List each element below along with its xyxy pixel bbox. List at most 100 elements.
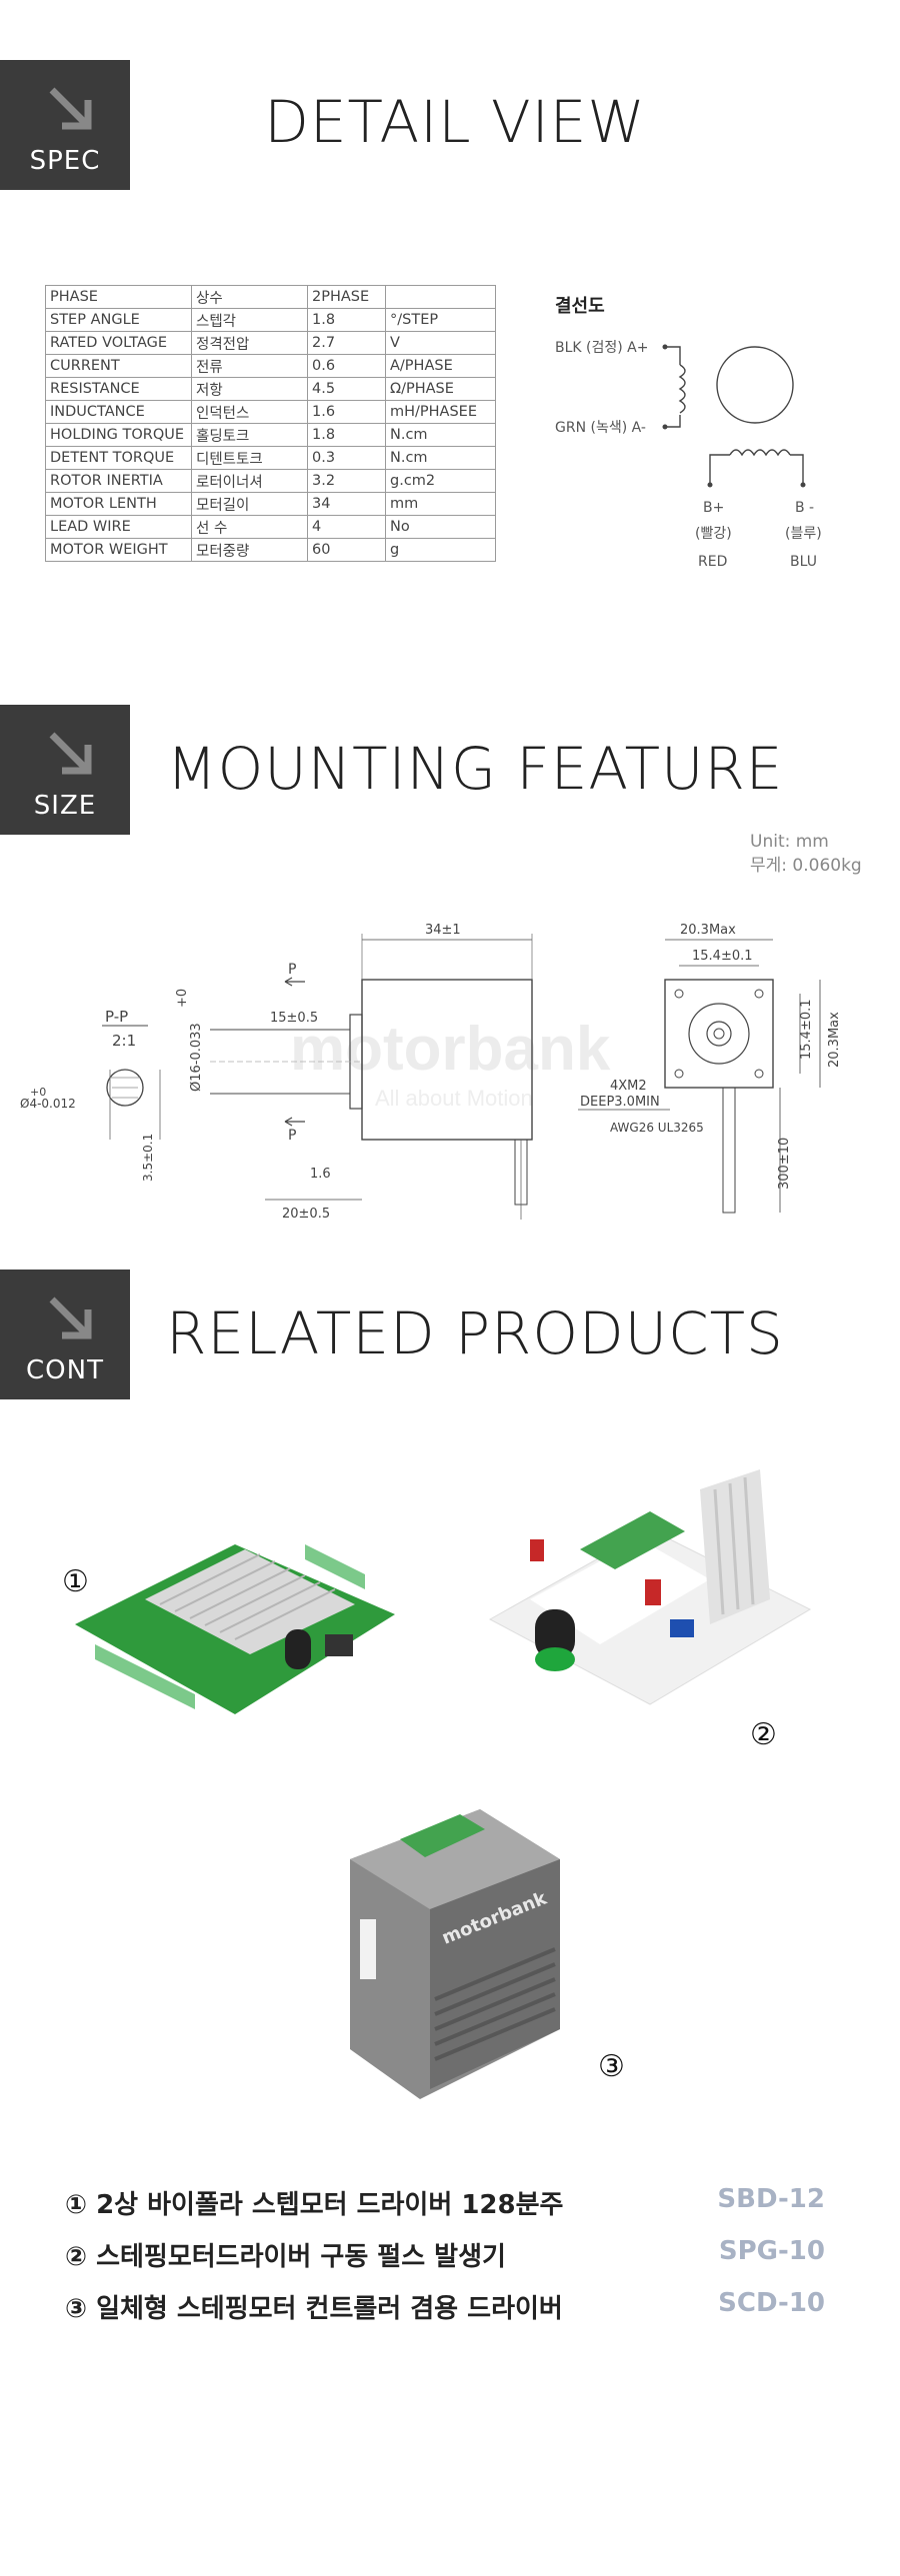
section-badge-label: SPEC [29,146,101,176]
spec-cell: 홀딩토크 [191,423,308,447]
list-item[interactable]: ① 2상 바이폴라 스텝모터 드라이버 128분주 SBD-12 [65,2184,825,2236]
spec-cell: 모터길이 [191,492,308,516]
product-name: ③ 일체형 스테핑모터 컨트롤러 겸용 드라이버 [65,2294,563,2324]
spec-cell: DETENT TORQUE [45,446,192,470]
section-badge-label: SIZE [33,791,97,821]
spec-cell: CURRENT [45,354,192,378]
product-2-number: ② [750,1717,777,1752]
dim-1-6-label: 1.6 [310,1167,331,1182]
spec-cell: 2.7 [307,331,386,355]
awg-label: AWG26 UL3265 [610,1121,704,1135]
lead-length-label: 300±10 [777,1138,792,1190]
shaft-tol-label: +0 [30,1086,46,1099]
product-name: ② 스테핑모터드라이버 구동 펄스 발생기 [65,2242,506,2272]
coil-b-icon [729,449,791,457]
product-code: SCD-10 [718,2288,825,2318]
spec-cell: Ω/PHASE [385,377,496,401]
unit-note: Unit: mm 무게: 0.060kg [750,830,862,878]
product-3-number: ③ [598,2049,625,2084]
dim-20-label: 20±0.5 [282,1207,330,1222]
wiring-red: RED [698,554,727,570]
weight-label: 무게: 0.060kg [750,856,862,876]
arrow-down-right-icon [49,732,92,775]
section-badge-cont: CONT [0,1270,130,1399]
list-item[interactable]: ② 스테핑모터드라이버 구동 펄스 발생기 SPG-10 [65,2236,825,2288]
spec-cell: 3.2 [307,469,386,493]
spec-cell: 4 [307,515,386,539]
boss-dia-label: Ø16-0.033 [189,1023,204,1092]
spec-cell: 1.8 [307,308,386,332]
spec-cell: 상수 [191,285,308,309]
section-badge-label: CONT [26,1355,104,1385]
spec-cell [385,285,496,309]
section-title-detail-view: DETAIL VIEW [264,88,646,156]
boss-tol-label: +0 [175,989,190,1008]
spec-cell: ROTOR INERTIA [45,469,192,493]
spec-cell: g.cm2 [385,469,496,493]
spec-cell: 스텝각 [191,308,308,332]
product-1-number: ① [62,1564,89,1599]
holes-label: 4XM2 [610,1079,647,1094]
wiring-grn-label: GRN (녹색) A- [555,420,646,436]
deep-label: DEEP3.0MIN [580,1095,660,1110]
spec-cell: MOTOR LENTH [45,492,192,516]
arrow-down-right-icon [49,1296,92,1339]
spec-cell: N.cm [385,446,496,470]
flat-dim-label: 3.5±0.1 [141,1134,155,1182]
wiring-blu-kr: (블루) [785,526,822,542]
spec-cell: mH/PHASEE [385,400,496,424]
product-list: ① 2상 바이폴라 스텝모터 드라이버 128분주 SBD-12 ② 스테핑모터… [65,2184,825,2340]
p-marker-bottom: P [288,1128,296,1144]
dim-34-label: 34±1 [425,923,461,938]
hole-pitch-label: 15.4±0.1 [692,949,753,964]
watermark-subtitle: All about Motion [375,1086,533,1111]
spec-cell: °/STEP [385,308,496,332]
section-pp-label: P-P [105,1008,128,1026]
spec-cell: 전류 [191,354,308,378]
rotor-icon [716,346,794,424]
spec-cell: INDUCTANCE [45,400,192,424]
section-badge-size: SIZE [0,705,130,835]
product-code: SPG-10 [718,2236,825,2266]
section-scale-label: 2:1 [112,1032,136,1050]
section-title-related-products: RELATED PRODUCTS [166,1299,784,1367]
spec-cell: A/PHASE [385,354,496,378]
wiring-bplus-label: B+ [703,500,724,516]
wiring-blk-label: BLK (검정) A+ [555,340,648,356]
section-badge-spec: SPEC [0,60,130,190]
spec-cell: RATED VOLTAGE [45,331,192,355]
dim-15-label: 15±0.5 [270,1011,318,1026]
wiring-bminus-label: B - [795,500,814,516]
wiring-diagram: 결선도 BLK (검정) A+ GRN (녹색) A- B+ B - (빨강) … [555,296,822,570]
spec-cell: HOLDING TORQUE [45,423,192,447]
spec-cell: 인덕턴스 [191,400,308,424]
wiring-blu: BLU [790,554,817,570]
wiring-title: 결선도 [555,296,605,317]
spec-cell: 선 수 [191,515,308,539]
shaft-dia-label: Ø4-0.012 [20,1097,76,1111]
spec-cell: 디텐트토크 [191,446,308,470]
spec-cell: N.cm [385,423,496,447]
spec-cell: 0.6 [307,354,386,378]
spec-cell: 정격전압 [191,331,308,355]
product-3-image: motorbank [350,1809,560,2099]
section-title-mounting-feature: MOUNTING FEATURE [166,735,784,803]
spec-cell: MOTOR WEIGHT [45,538,192,562]
product-name: ① 2상 바이폴라 스텝모터 드라이버 128분주 [65,2190,564,2220]
watermark-logo: motorbank [290,1015,611,1084]
arrow-down-right-icon [49,87,92,130]
product-2-image [488,1469,812,1705]
hole-pitch-v-label: 15.4±0.1 [799,999,814,1060]
list-item[interactable]: ③ 일체형 스테핑모터 컨트롤러 겸용 드라이버 SCD-10 [65,2288,825,2340]
